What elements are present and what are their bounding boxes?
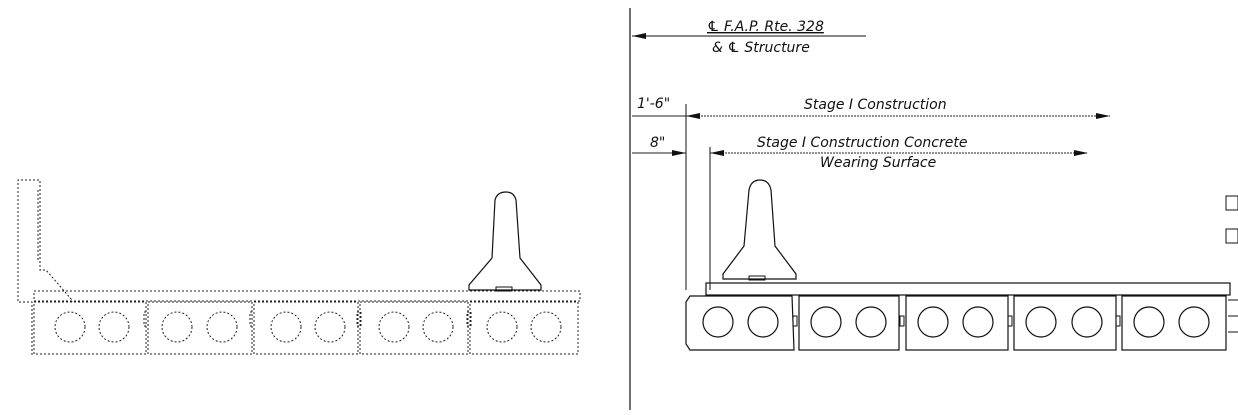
stage1-dimension: Stage I Construction (686, 97, 1110, 119)
deck-beam-4 (1013, 295, 1117, 351)
deck-beam-2 (798, 295, 900, 351)
dimension-8-label: 8" (650, 135, 665, 151)
centerline-label-group: ℄ F.A.P. Rte. 328 & ℄ Structure (632, 19, 866, 56)
existing-parapet (17, 179, 73, 355)
stage1-concrete-label-line2: Wearing Surface (820, 155, 936, 171)
centerline-label-line2: & ℄ Structure (712, 40, 810, 56)
barrier-left (468, 191, 542, 291)
deck-beam-5 (1121, 295, 1227, 351)
stage1-label: Stage I Construction (804, 97, 947, 113)
barrier-right (722, 179, 797, 280)
dimension-8: 8" (632, 135, 711, 290)
existing-superstructure (17, 179, 581, 355)
stage1-concrete-dimension: Stage I Construction Concrete Wearing Su… (710, 135, 1088, 171)
deck-beam-1 (685, 295, 795, 351)
dimension-1-6-label: 1'-6" (637, 96, 670, 112)
stage1-superstructure (685, 179, 1238, 351)
stage1-concrete-label-line1: Stage I Construction Concrete (757, 135, 967, 151)
centerline-label-line1: ℄ F.A.P. Rte. 328 (707, 19, 824, 35)
dimension-1-6: 1'-6" (632, 96, 696, 290)
